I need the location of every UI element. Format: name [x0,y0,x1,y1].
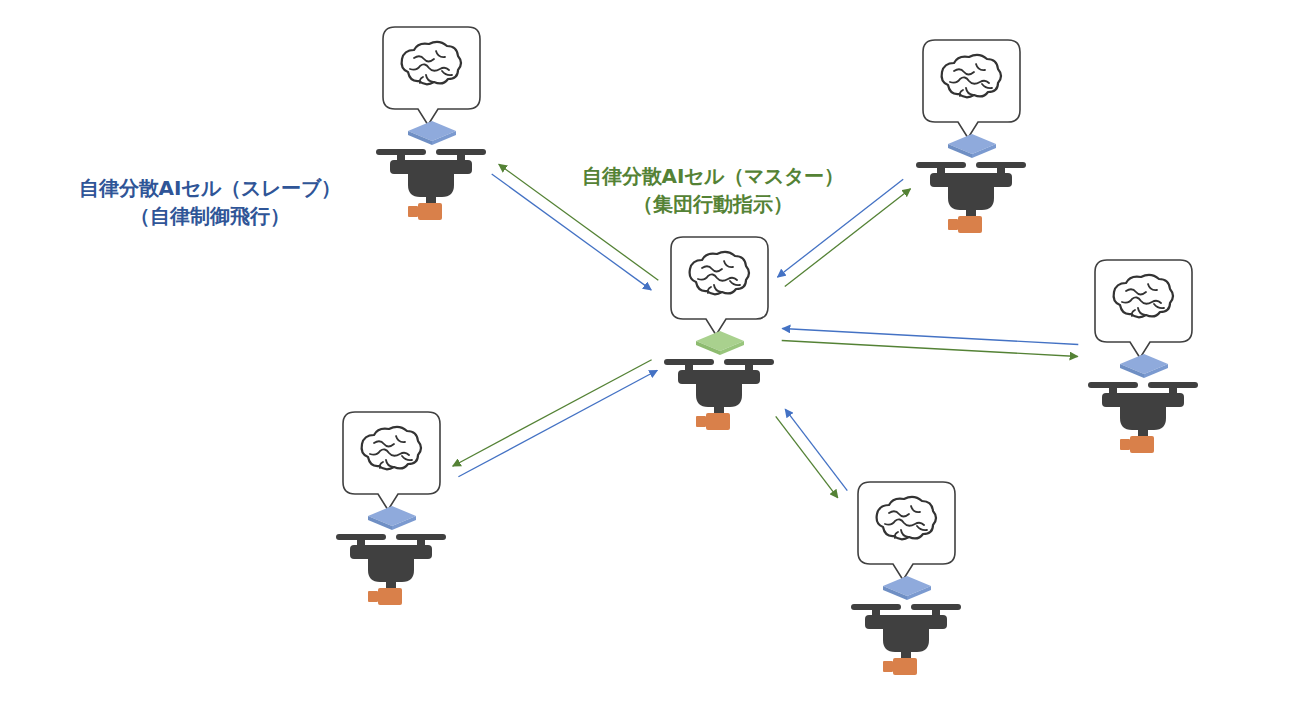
cell-role: （自律制御飛行） [45,203,375,229]
message-arrow [458,370,657,477]
message-arrow [492,174,652,290]
drone-node [330,410,452,602]
drone [376,27,486,220]
drone [851,482,961,675]
message-arrow [453,360,652,467]
drone-node [1082,258,1202,450]
message-arrow [782,329,1078,345]
message-arrow [776,416,838,498]
drone [336,412,446,605]
message-arrow [785,409,847,491]
message-arrow [785,189,911,287]
drone-node: 自律分散AIセル（マスター）（集団行動指示） [658,235,778,427]
message-arrow [782,341,1078,357]
cell-role: （集団行動指示） [543,191,883,217]
cell-heading: 自律分散AIセル（マスター） [543,163,883,189]
drone [1088,260,1198,453]
drone-node: 自律分散AIセル（スレーブ）（自律制御飛行） [370,25,492,220]
drone-node [910,38,1032,230]
drone [916,40,1026,233]
drone-node [845,480,965,672]
master-drone [664,237,774,430]
message-arrow [778,179,904,277]
cell-heading: 自律分散AIセル（スレーブ） [45,175,375,201]
